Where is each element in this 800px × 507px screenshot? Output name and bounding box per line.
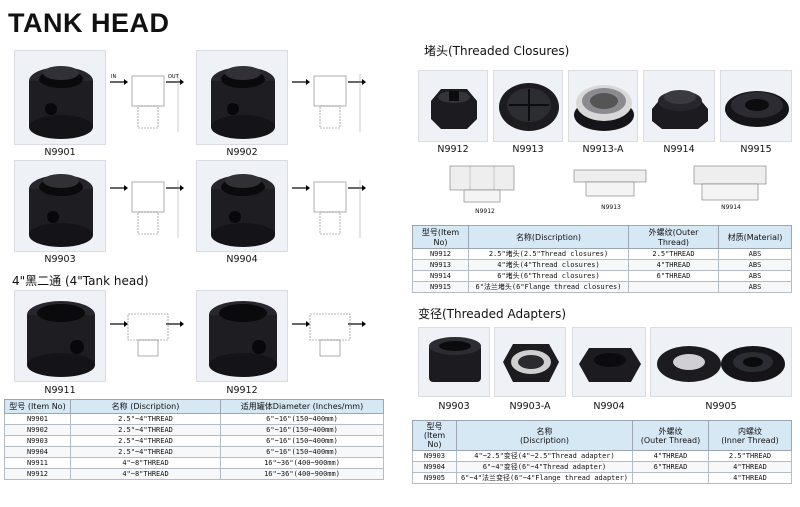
product-label-n9903-adapter: N9903 (438, 401, 470, 412)
closure-drawing-n9914: N9914 (686, 162, 776, 222)
closure-image (499, 83, 559, 131)
product-photo-n9902 (196, 50, 288, 145)
product-photo-n9905-adapter (650, 327, 792, 397)
product-label-n9911: N9911 (44, 385, 76, 396)
closure-drawing-n9913: N9913 (566, 162, 656, 222)
tank-head-image (29, 174, 93, 247)
col-material: 材质(Material) (718, 225, 792, 249)
col-outer-thread: 外螺纹(Outer Thread) (628, 225, 719, 249)
section-title-adapters: 变径(Threaded Adapters) (418, 307, 566, 321)
col-outer-thread: 外螺纹 (Outer Thread) (632, 420, 709, 451)
closure-drawing-n9912: N9912 (440, 162, 530, 222)
product-photo-n9912-closure (418, 70, 488, 142)
drawing-n9903 (108, 162, 188, 250)
product-label-n9912-closure: N9912 (437, 144, 469, 155)
svg-text:OUT: OUT (168, 74, 180, 80)
adapters-table: 型号 (Item No) 名称 (Discription) 外螺纹 (Outer… (412, 420, 792, 484)
table-header-row: 型号(Item No) 名称(Discription) 外螺纹(Outer Th… (412, 225, 792, 249)
product-photo-n9903-adapter (418, 327, 490, 397)
section-title-closures: 堵头(Threaded Closures) (424, 44, 570, 58)
product-photo-n9914 (643, 70, 715, 142)
col-inner-thread: 内螺纹 (Inner Thread) (708, 420, 792, 451)
product-photo-n9903-a-adapter (494, 327, 566, 397)
product-photo-n9904 (196, 160, 288, 252)
product-photo-n9913-a (568, 70, 638, 142)
product-label-n9905-adapter: N9905 (705, 401, 737, 412)
drawing-n9902 (290, 52, 370, 144)
product-photo-n9901 (14, 50, 106, 145)
svg-text:IN: IN (111, 74, 116, 80)
product-label-n9913-a: N9913-A (582, 144, 624, 155)
drawing-n9911 (108, 300, 188, 374)
tank-head-image (209, 301, 277, 377)
drawing-label-n9914: N9914 (721, 204, 741, 211)
adapter-image (503, 344, 559, 382)
product-label-n9903-a-adapter: N9903-A (509, 401, 551, 412)
drawing-n9904 (290, 162, 370, 250)
product-photo-n9903 (14, 160, 106, 252)
col-description: 名称(Discription) (468, 225, 629, 249)
product-label-n9915: N9915 (740, 144, 772, 155)
product-label-n9904: N9904 (226, 254, 258, 265)
table-header-row: 型号 (Item No) 名称 (Discription) 外螺纹 (Outer… (412, 420, 792, 451)
table-header-row: 型号 (Item No) 名称 (Discription) 适用罐体Diamet… (4, 399, 384, 414)
col-description: 名称 (Discription) (70, 399, 221, 414)
adapter-image (657, 346, 785, 382)
drawing-label-n9912: N9912 (475, 208, 495, 215)
product-photo-n9912 (196, 290, 288, 382)
tank-head-image (27, 301, 95, 377)
col-diameter: 适用罐体Diameter (Inches/mm) (220, 399, 384, 414)
tank-head-table: 型号 (Item No) 名称 (Discription) 适用罐体Diamet… (4, 399, 384, 480)
product-label-n9901: N9901 (44, 147, 76, 158)
tank-head-image (211, 174, 275, 247)
product-label-n9912: N9912 (226, 385, 258, 396)
col-description: 名称 (Discription) (456, 420, 633, 451)
product-label-n9902: N9902 (226, 147, 258, 158)
drawing-label-n9913: N9913 (601, 204, 621, 211)
drawing-n9901: IN OUT (108, 52, 188, 144)
adapter-image (429, 337, 481, 382)
page-title: TANK HEAD (8, 8, 170, 38)
closures-table: 型号(Item No) 名称(Discription) 外螺纹(Outer Th… (412, 225, 792, 293)
tank-head-image (29, 66, 93, 139)
product-label-n9904-adapter: N9904 (593, 401, 625, 412)
product-label-n9903: N9903 (44, 254, 76, 265)
col-item-no: 型号 (Item No) (4, 399, 71, 414)
section-title-4in-tank-head: 4"黑二通 (4"Tank head) (12, 274, 149, 288)
col-item-no: 型号 (Item No) (412, 420, 457, 451)
product-label-n9914: N9914 (663, 144, 695, 155)
product-photo-n9913 (493, 70, 563, 142)
tank-head-image (211, 66, 275, 139)
product-photo-n9911 (14, 290, 106, 382)
closure-image (725, 91, 789, 127)
col-item-no: 型号(Item No) (412, 225, 469, 249)
adapter-image (579, 348, 641, 382)
drawing-n9912-tank (290, 300, 370, 374)
product-photo-n9904-adapter (572, 327, 646, 397)
closure-image (652, 90, 708, 129)
product-photo-n9915 (720, 70, 792, 142)
product-label-n9913: N9913 (512, 144, 544, 155)
closure-image (431, 89, 477, 129)
closure-image (574, 85, 634, 131)
